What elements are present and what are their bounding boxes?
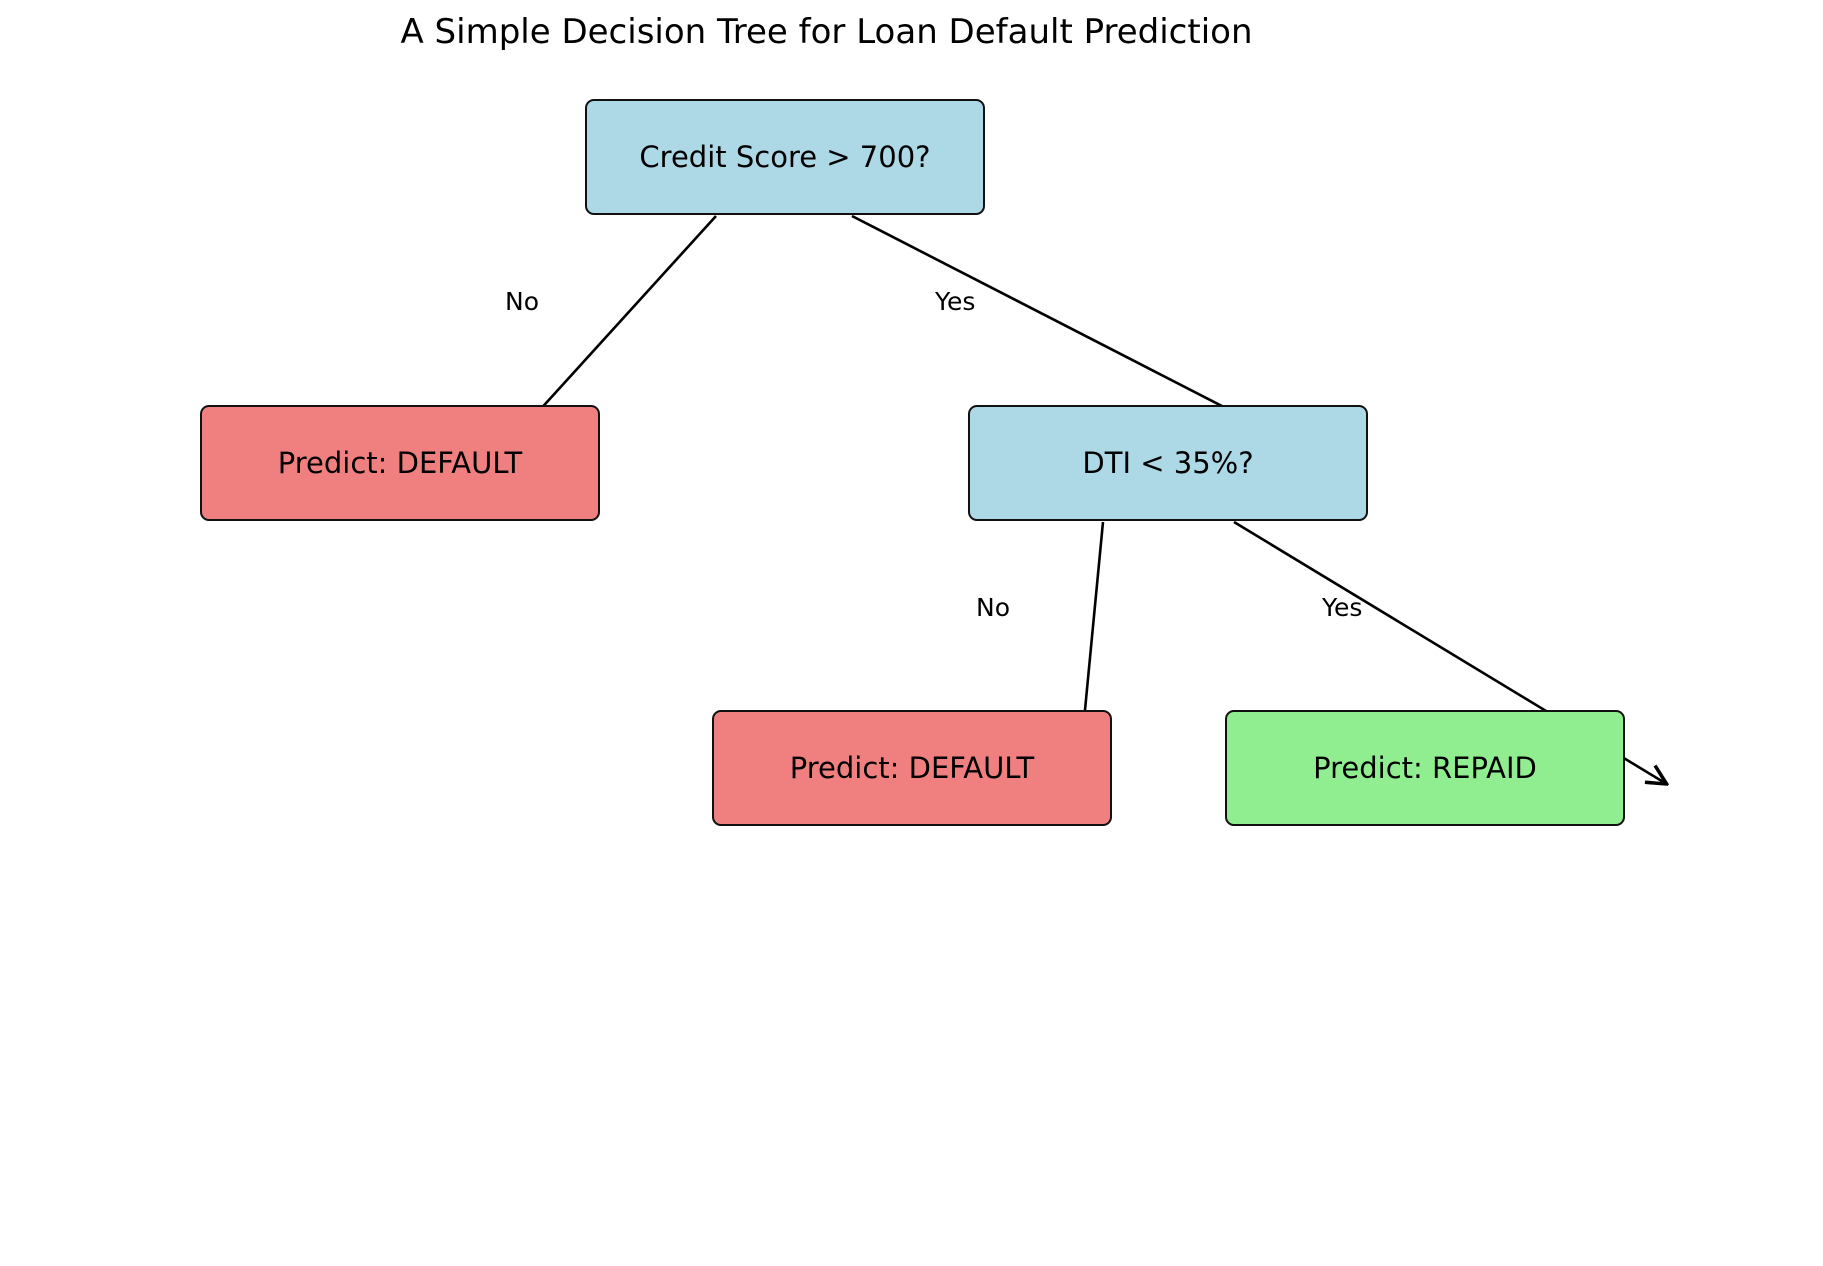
- node-leaf-default-left-label: Predict: DEFAULT: [277, 445, 523, 480]
- edge-label-no-dti: No: [976, 593, 1010, 622]
- figure-title: A Simple Decision Tree for Loan Default …: [400, 12, 1253, 52]
- node-leaf-repaid-label: Predict: REPAID: [1313, 750, 1537, 785]
- node-leaf-default-middle-label: Predict: DEFAULT: [789, 750, 1035, 785]
- node-leaf-default-middle[interactable]: Predict: DEFAULT: [712, 710, 1112, 826]
- node-leaf-default-left[interactable]: Predict: DEFAULT: [200, 405, 600, 521]
- node-root-label: Credit Score > 700?: [639, 139, 931, 174]
- edge-label-yes-dti: Yes: [1322, 593, 1363, 622]
- node-dti-label: DTI < 35%?: [1082, 445, 1254, 480]
- node-dti[interactable]: DTI < 35%?: [968, 405, 1368, 521]
- node-leaf-repaid[interactable]: Predict: REPAID: [1225, 710, 1625, 826]
- edge-label-no-root: No: [505, 287, 539, 316]
- edge-label-yes-root: Yes: [935, 287, 976, 316]
- node-root-credit-score[interactable]: Credit Score > 700?: [585, 99, 985, 215]
